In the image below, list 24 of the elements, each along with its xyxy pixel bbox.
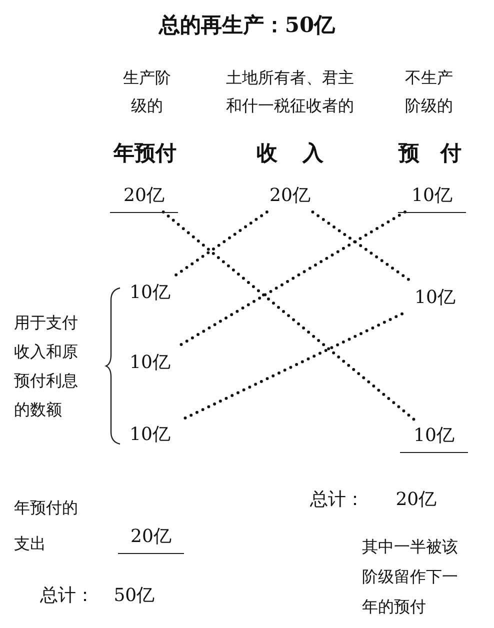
column-header: 不生产阶级的 xyxy=(404,67,454,117)
column-header: 土地所有者、君主和什一税征收者的 xyxy=(225,67,355,117)
note-text: 其中一半被该阶级留作下一年的预付 xyxy=(362,536,459,618)
dotted-line xyxy=(162,210,416,422)
column-title: 预 付 xyxy=(397,139,463,167)
amount-value: 10亿 xyxy=(400,423,468,453)
amount-value: 20亿 xyxy=(118,524,184,554)
dotted-line xyxy=(172,210,268,278)
dotted-line xyxy=(182,312,404,421)
amount-value: 10亿 xyxy=(405,285,465,311)
amount-value: 10亿 xyxy=(120,350,180,376)
amount-value: 10亿 xyxy=(120,422,180,448)
total-label: 总计： 20亿 xyxy=(310,488,438,512)
bracket-note: 用于支付收入和原预付利息的数额 xyxy=(14,312,79,421)
amount-value: 10亿 xyxy=(120,280,180,306)
amount-value: 20亿 xyxy=(258,183,322,209)
amount-value: 20亿 xyxy=(110,183,178,213)
column-title: 年预付 xyxy=(112,139,178,167)
title: 总的再生产：50亿 xyxy=(158,11,336,39)
column-header: 生产阶级的 xyxy=(122,67,172,117)
row-label: 年预付的支出 xyxy=(14,497,79,555)
amount-value: 10亿 xyxy=(398,183,466,213)
total-label: 总计： 50亿 xyxy=(40,584,156,608)
column-title: 收 入 xyxy=(255,139,325,167)
